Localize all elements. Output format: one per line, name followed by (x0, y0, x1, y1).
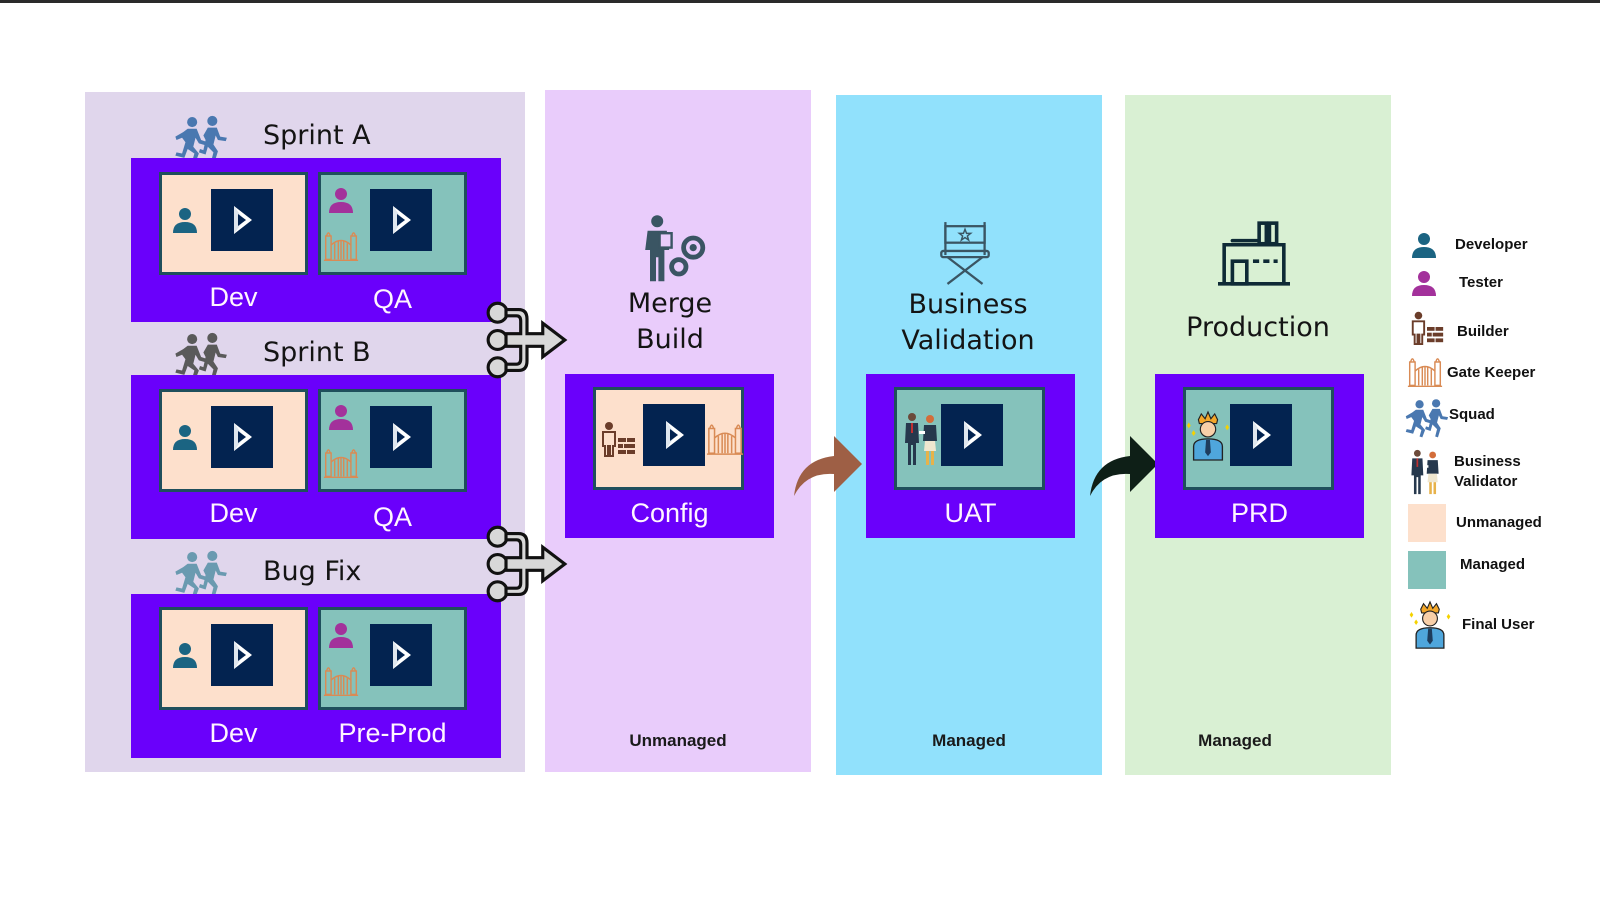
unmanaged-swatch (1408, 504, 1446, 542)
top-border (0, 0, 1600, 3)
developer-icon (1409, 230, 1439, 260)
gatekeeper-icon (1407, 352, 1443, 390)
env-label: QA (372, 284, 412, 314)
legend-item: Builder (1407, 308, 1509, 346)
business-validator-icon (901, 408, 941, 470)
final-user-icon (1406, 600, 1454, 650)
env-label: Dev (209, 282, 258, 312)
env-label: Dev (209, 498, 258, 528)
managed-swatch (1408, 551, 1446, 589)
lane-type-label: Unmanaged (629, 731, 727, 750)
developer-icon (170, 422, 200, 452)
dynamics-365-logo (643, 404, 705, 466)
tester-icon (326, 620, 356, 650)
squad-icon (1403, 398, 1449, 440)
qa-environment[interactable] (318, 389, 467, 492)
dev-environment[interactable] (159, 607, 308, 710)
dynamics-365-logo (370, 624, 432, 686)
business-validator-icon (1408, 446, 1442, 498)
sprint-title: Sprint B (263, 337, 371, 368)
qa-environment[interactable] (318, 172, 467, 275)
promote-arrow-icon (1090, 436, 1158, 496)
dynamics-365-logo (211, 406, 273, 468)
builder-icon (1407, 308, 1447, 346)
merge-arrow-icon (485, 522, 569, 606)
squad-icon (172, 550, 228, 600)
gatekeeper-icon (323, 660, 359, 700)
stage-title: Merge Build (627, 288, 713, 355)
config-environment[interactable] (593, 387, 744, 490)
env-label: Config (630, 498, 709, 528)
tester-icon (326, 185, 356, 215)
merge-arrow-icon (485, 298, 569, 382)
gatekeeper-icon (323, 442, 359, 482)
sprint-title: Bug Fix (263, 556, 362, 587)
legend-item: Developer (1409, 230, 1528, 260)
dynamics-365-logo (370, 406, 432, 468)
dynamics-365-logo (1230, 404, 1292, 466)
legend-item: Unmanaged (1408, 504, 1542, 542)
dynamics-365-logo (941, 404, 1003, 466)
dynamics-365-logo (370, 189, 432, 251)
factory-icon (1218, 221, 1290, 286)
gatekeeper-icon (706, 418, 744, 458)
env-label: QA (372, 502, 412, 532)
developer-icon (170, 205, 200, 235)
lane-type-label: Managed (932, 731, 1006, 750)
director-chair-icon (940, 222, 990, 285)
stage-title: Production (1186, 312, 1330, 343)
preprod-environment[interactable] (318, 607, 467, 710)
builder-icon (598, 418, 638, 458)
legend-item: Gate Keeper (1407, 352, 1535, 390)
dev-environment[interactable] (159, 389, 308, 492)
legend-item: Managed (1408, 551, 1525, 589)
legend-item: Tester (1409, 268, 1503, 298)
legend-item: Final User (1406, 600, 1535, 650)
legend-item: Squad (1403, 398, 1495, 440)
gatekeeper-icon (323, 225, 359, 265)
env-label: Dev (209, 718, 258, 748)
env-label: UAT (944, 498, 997, 528)
tester-icon (1409, 268, 1439, 298)
prd-environment[interactable] (1183, 387, 1334, 490)
legend-item: Business Validator (1408, 446, 1521, 498)
tester-icon (326, 402, 356, 432)
env-label: Pre-Prod (338, 718, 447, 748)
env-label: PRD (1230, 498, 1288, 528)
dynamics-365-logo (211, 189, 273, 251)
stage-title: Business Validation (901, 289, 1035, 356)
engineer-gears-icon (645, 215, 706, 282)
uat-environment[interactable] (894, 387, 1045, 490)
lane-type-label: Managed (1198, 731, 1272, 750)
sprint-title: Sprint A (263, 120, 371, 151)
dev-environment[interactable] (159, 172, 308, 275)
dynamics-365-logo (211, 624, 273, 686)
promote-arrow-icon (794, 436, 862, 496)
final-user-icon (1184, 410, 1232, 462)
developer-icon (170, 640, 200, 670)
